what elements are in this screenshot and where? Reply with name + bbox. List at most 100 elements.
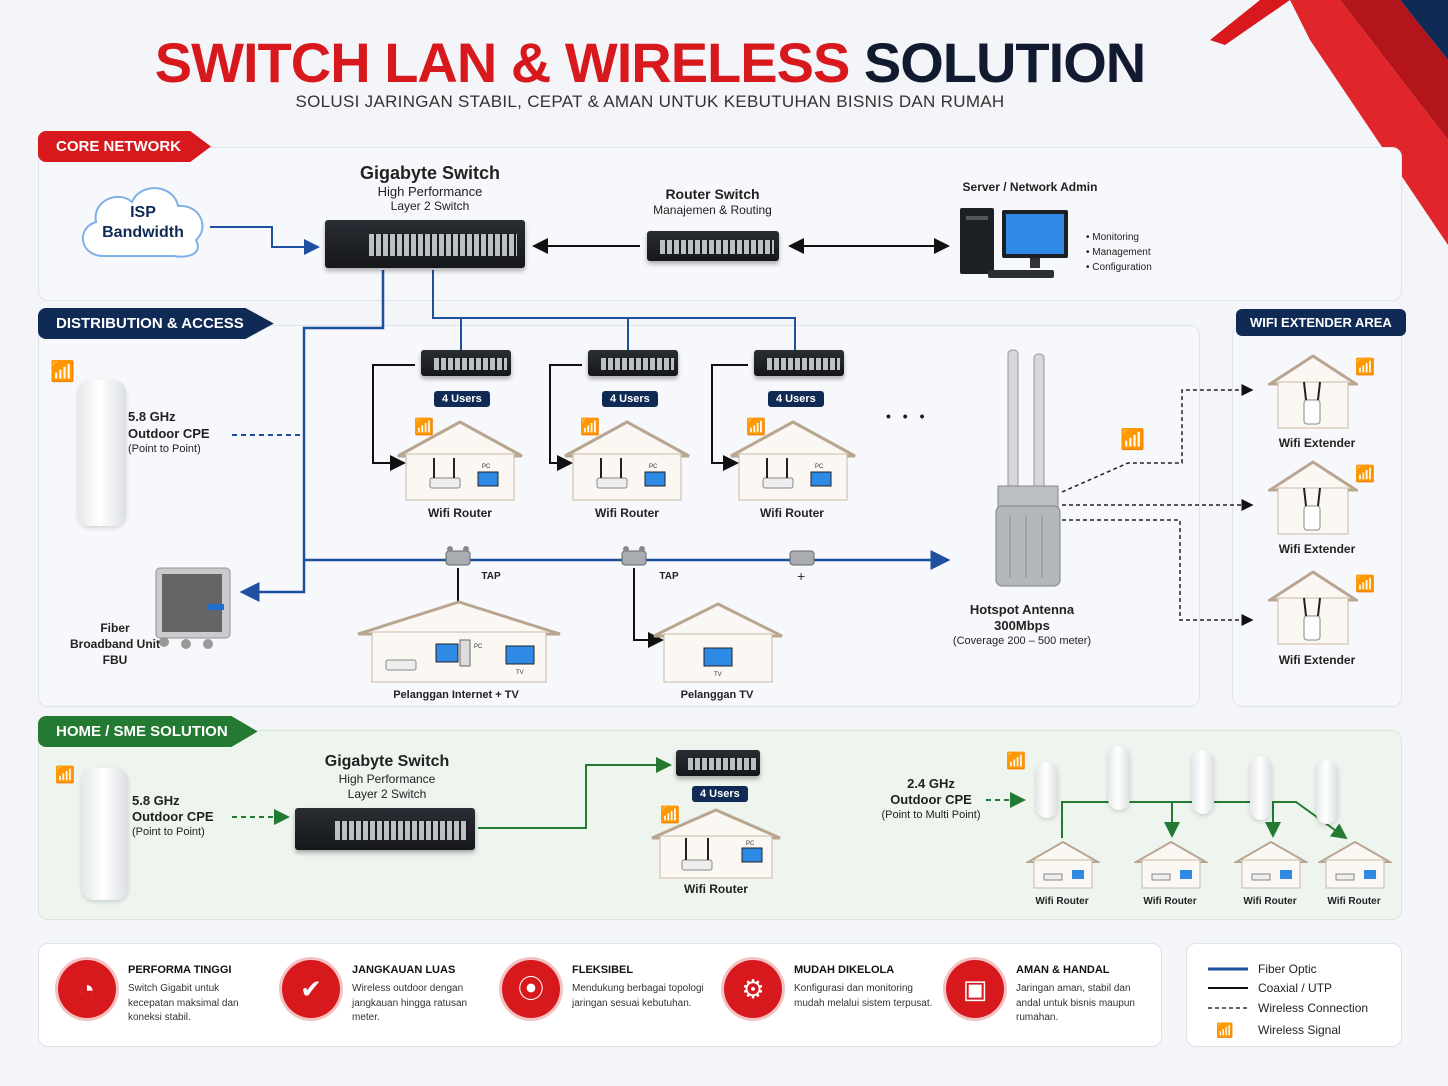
cpe24-title2: Outdoor CPE <box>890 792 972 807</box>
wifi-signal-icon: 📶 <box>50 361 75 383</box>
tap-splitter-icon: + <box>789 550 815 584</box>
wifi-signal-icon: 📶 <box>660 807 680 824</box>
extender-house-2 <box>1268 460 1358 535</box>
home-switch-sub2: Layer 2 Switch <box>347 787 427 801</box>
legend-lines <box>1208 967 1248 1009</box>
server-computer-icon <box>960 208 1068 278</box>
fbu-line1: Fiber <box>100 621 130 635</box>
wifi-signal-icon: 📶 <box>55 767 75 784</box>
house-2: PC <box>564 420 690 501</box>
gigabyte-title: Gigabyte Switch <box>359 163 501 183</box>
router-switch-device <box>647 231 779 261</box>
title-dark: SOLUTION <box>863 31 1146 94</box>
section-core: CORE NETWORK <box>38 131 211 162</box>
isp-line2: Bandwidth <box>102 224 184 241</box>
tap-label-2: TAP <box>659 571 679 582</box>
feature-desc: Wireless outdoor dengan jangkauan hingga… <box>352 983 468 1023</box>
house-3: PC <box>730 420 856 501</box>
home-house: PC <box>651 808 781 879</box>
small-house-4 <box>1318 840 1392 889</box>
speedometer-icon: ◔ <box>58 960 116 1018</box>
extender-house-3 <box>1268 570 1358 645</box>
wifi-signal-icon: 📶 <box>1006 753 1026 770</box>
hotspot-coverage: (Coverage 200 – 500 meter) <box>952 635 1092 647</box>
wifi-router-label-3: Wifi Router <box>760 506 824 520</box>
cpe24-label: 2.4 GHz Outdoor CPE (Point to Multi Poin… <box>868 776 994 823</box>
multipoint-cpe-2 <box>1108 746 1130 810</box>
more-groups-ellipsis: • • • <box>886 408 929 424</box>
home-cpe-sub: (Point to Point) <box>132 826 205 838</box>
wifi-signal-icon: 📶 <box>414 419 434 436</box>
tap-splitter-icon <box>621 546 647 566</box>
router-title: Router Switch <box>665 186 760 202</box>
users-badge-1: 4 Users <box>434 391 490 407</box>
fbu-device <box>155 567 231 649</box>
access-switch-3 <box>754 350 844 376</box>
access-switch-2 <box>588 350 678 376</box>
wifi-icon: ⦿ <box>502 960 560 1018</box>
server-items: • Monitoring • Management • Configuratio… <box>1086 230 1152 275</box>
small-house-1 <box>1026 840 1100 889</box>
router-sub: Manajemen & Routing <box>653 203 772 217</box>
wifi-signal-icon: 📶 <box>580 419 600 436</box>
hotspot-speed: 300Mbps <box>994 618 1050 633</box>
feature-title: PERFORMA TINGGI <box>128 964 232 976</box>
fbu-label: Fiber Broadband Unit FBU <box>60 620 170 668</box>
feature-title: MUDAH DIKELOLA <box>794 964 895 976</box>
server-title: Server / Network Admin <box>962 180 1098 194</box>
page-title: SWITCH LAN & WIRELESS SOLUTION <box>0 30 1300 95</box>
users-badge-2: 4 Users <box>602 391 658 407</box>
multipoint-cpe-1 <box>1036 762 1058 818</box>
feature-aman: ▣ AMAN & HANDAL Jaringan aman, stabil da… <box>946 958 1156 1038</box>
isp-line1: ISP <box>130 204 156 221</box>
cpe-sub: (Point to Point) <box>128 443 201 455</box>
extender-house-1 <box>1268 354 1358 429</box>
home-access-switch <box>676 750 760 776</box>
server-item-monitoring: • Monitoring <box>1086 232 1139 243</box>
access-switch-1 <box>421 350 511 376</box>
home-users-badge: 4 Users <box>692 786 748 802</box>
legend-fiber: Fiber Optic <box>1258 962 1317 976</box>
svg-text:PC: PC <box>815 464 824 470</box>
corner-stripes <box>1210 0 1448 245</box>
small-router-label-2: Wifi Router <box>1143 896 1197 907</box>
server-item-configuration: • Configuration <box>1086 262 1152 273</box>
cloud-icon <box>81 187 204 258</box>
home-cpe-title: 5.8 GHz <box>132 793 180 808</box>
small-router-label-3: Wifi Router <box>1243 896 1297 907</box>
wifi-signal-icon: 📶 <box>1355 466 1375 483</box>
feature-title: AMAN & HANDAL <box>1016 964 1110 976</box>
hotspot-title: Hotspot Antenna <box>969 602 1075 617</box>
gear-icon: ⚙ <box>724 960 782 1018</box>
title-red: SWITCH LAN & WIRELESS <box>154 31 851 94</box>
feature-mudah: ⚙ MUDAH DIKELOLA Konfigurasi dan monitor… <box>724 958 934 1038</box>
legend-coaxial: Coaxial / UTP <box>1258 981 1333 995</box>
small-house-2 <box>1134 840 1208 889</box>
outdoor-cpe-device <box>78 380 126 526</box>
wifi-signal-icon: 📶 <box>1355 359 1375 376</box>
gigabyte-sub2: Layer 2 Switch <box>390 199 470 213</box>
home-cpe-label: 5.8 GHz Outdoor CPE (Point to Point) <box>132 793 232 840</box>
wifi-router-label-2: Wifi Router <box>595 506 659 520</box>
cpe24-sub: (Point to Multi Point) <box>881 809 981 821</box>
multipoint-cpe-3 <box>1192 750 1214 814</box>
hotspot-label: Hotspot Antenna 300Mbps (Coverage 200 – … <box>946 602 1098 649</box>
wifi-signal-icon: 📶 <box>1216 1022 1234 1038</box>
section-home: HOME / SME SOLUTION <box>38 716 258 747</box>
home-cpe-device <box>82 768 128 900</box>
cpe-title2: Outdoor CPE <box>128 426 210 441</box>
legend-panel <box>1186 943 1402 1047</box>
customer-internet-tv-label: Pelanggan Internet + TV <box>393 689 519 701</box>
small-router-label-1: Wifi Router <box>1035 896 1089 907</box>
fbu-line3: FBU <box>102 653 128 667</box>
server-item-management: • Management <box>1086 247 1151 258</box>
extender-label-2: Wifi Extender <box>1278 542 1356 556</box>
house-tv: TV <box>653 602 783 683</box>
svg-text:TV: TV <box>516 670 524 676</box>
home-wifi-router-label: Wifi Router <box>684 882 748 896</box>
feature-performa: ◔ PERFORMA TINGGI Switch Gigabit untuk k… <box>58 958 268 1038</box>
multipoint-cpe-4 <box>1250 756 1272 820</box>
small-house-3 <box>1234 840 1308 889</box>
